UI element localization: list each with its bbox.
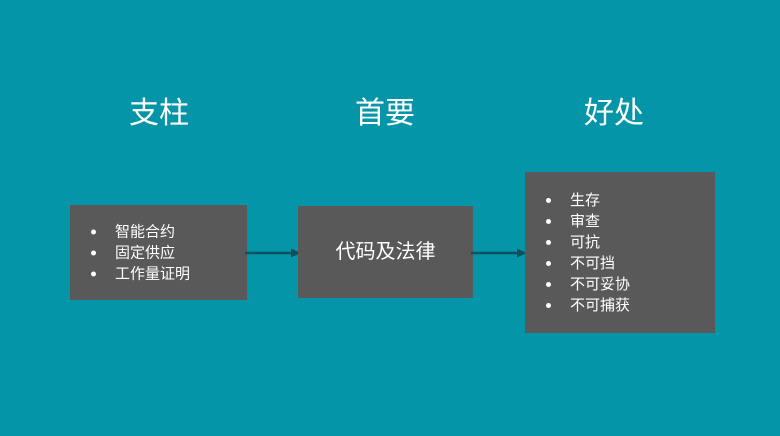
list-item: 可抗 [525,232,715,253]
bullet-dot-icon [546,197,551,203]
arrow-right-icon [245,248,301,258]
list-item: 生存 [525,190,715,211]
list-item-label: 生存 [570,191,601,209]
list-item-label: 智能合约 [115,223,176,240]
connector-arrow-pillars-to-primary [245,246,301,258]
connector-arrow-primary-to-benefits [471,246,527,258]
list-item-label: 固定供应 [115,244,176,261]
list-item: 不可挡 [525,253,715,274]
list-item-label: 不可挡 [570,254,616,272]
list-item: 工作量证明 [70,263,247,284]
list-item-label: 不可捕获 [570,296,631,314]
bullet-dot-icon [546,260,551,266]
bullet-dot-icon [546,281,551,287]
bullet-dot-icon [91,229,96,234]
diagram-box-benefits: 生存 审查 可抗 不可挡 不可妥协 不可捕获 [525,172,715,333]
list-item-label: 可抗 [570,233,601,251]
list-item-label: 审查 [570,212,601,230]
diagram-box-pillars: 智能合约 固定供应 工作量证明 [70,205,247,300]
list-item: 智能合约 [70,221,247,242]
list-item: 不可捕获 [525,295,715,316]
list-item: 审查 [525,211,715,232]
bullet-dot-icon [546,239,551,245]
list-item: 固定供应 [70,242,247,263]
column-heading-pillars: 支柱 [129,97,189,130]
list-item-label: 工作量证明 [115,265,191,282]
list-item: 不可妥协 [525,274,715,295]
column-heading-benefits: 好处 [584,97,644,130]
box-label: 代码及法律 [335,241,436,263]
column-heading-primary: 首要 [355,97,415,130]
bullet-list: 生存 审查 可抗 不可挡 不可妥协 不可捕获 [525,190,715,316]
arrow-right-icon [471,248,527,258]
bullet-dot-icon [546,302,551,308]
bullet-list: 智能合约 固定供应 工作量证明 [70,221,247,284]
bullet-dot-icon [546,218,551,224]
bullet-dot-icon [91,271,96,276]
bullet-dot-icon [91,250,96,255]
list-item-label: 不可妥协 [570,275,631,293]
diagram-box-primary: 代码及法律 [298,206,473,298]
